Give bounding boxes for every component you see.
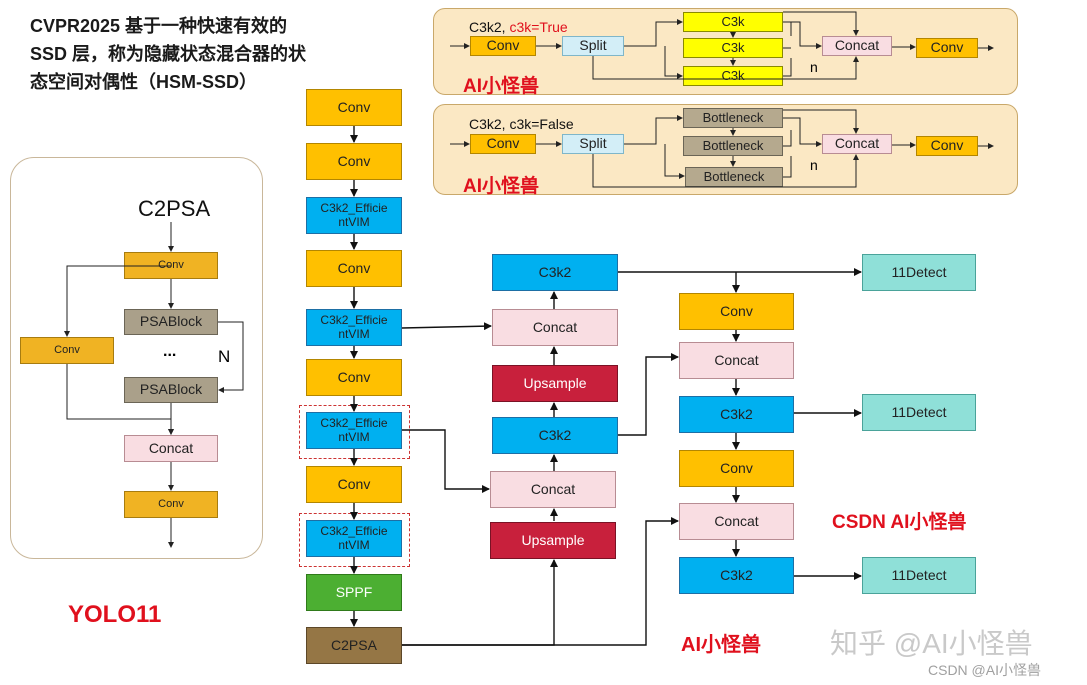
c2psa-conv-bottom: Conv: [124, 491, 218, 518]
c3k2-false-label: C3k2, c3k=False: [469, 116, 574, 132]
head-conv-2: Conv: [679, 450, 794, 487]
psablock-2: PSABlock: [124, 377, 218, 403]
neck-c3k2-mid: C3k2: [492, 417, 618, 454]
c3k-block-1: C3k: [683, 12, 783, 32]
neck-concat-1: Concat: [492, 309, 618, 346]
bottleneck-block-3: Bottleneck: [685, 167, 783, 187]
head-c3k2-1: C3k2: [679, 396, 794, 433]
yolo11-label: YOLO11: [68, 601, 162, 628]
c3k2-true-conv-in: Conv: [470, 36, 536, 56]
backbone-conv-4: Conv: [306, 359, 402, 396]
bottleneck-block-2: Bottleneck: [683, 136, 783, 156]
backbone-c2psa: C2PSA: [306, 627, 402, 664]
backbone-c3k2-efficientvim-3: C3k2_Efficie ntVIM: [306, 412, 402, 449]
csdn-gray-watermark: CSDN @AI小怪兽: [928, 662, 1041, 678]
c3k2-false-split: Split: [562, 134, 624, 154]
c3k2-false-concat: Concat: [822, 134, 892, 154]
c3k2-false-conv-out: Conv: [916, 136, 978, 156]
c3k-block-2: C3k: [683, 38, 783, 58]
c2psa-panel-title: C2PSA: [138, 196, 211, 221]
detect-head-3: 11Detect: [862, 557, 976, 594]
c3k2-true-label: C3k2, c3k=True: [469, 19, 568, 35]
csdn-red-watermark: CSDN AI小怪兽: [832, 512, 967, 533]
neck-c3k2-top: C3k2: [492, 254, 618, 291]
backbone-c3k2-efficientvim-1: C3k2_Efficie ntVIM: [306, 197, 402, 234]
c3k2-true-label-suffix: c3k=True: [509, 19, 568, 35]
backbone-c3k2-efficientvim-2: C3k2_Efficie ntVIM: [306, 309, 402, 346]
psablock-repeat-n: N: [218, 347, 231, 366]
c3k2-true-n: n: [810, 59, 818, 75]
backbone-conv-1: Conv: [306, 89, 402, 126]
neck-upsample-2: Upsample: [490, 522, 616, 559]
head-concat-2: Concat: [679, 503, 794, 540]
title-line-2: SSD 层，称为隐藏状态混合器的状: [30, 44, 307, 64]
neck-concat-2: Concat: [490, 471, 616, 508]
head-conv-1: Conv: [679, 293, 794, 330]
c2psa-conv-side: Conv: [20, 337, 114, 364]
c3k2-false-n: n: [810, 157, 818, 173]
zhihu-watermark: 知乎 @AI小怪兽: [830, 628, 1033, 659]
backbone-conv-5: Conv: [306, 466, 402, 503]
backbone-conv-3: Conv: [306, 250, 402, 287]
neck-upsample-1: Upsample: [492, 365, 618, 402]
c3k2-true-watermark: AI小怪兽: [463, 76, 540, 97]
ai-red-watermark: AI小怪兽: [681, 634, 761, 656]
backbone-conv-2: Conv: [306, 143, 402, 180]
detect-head-2: 11Detect: [862, 394, 976, 431]
title-line-3: 态空间对偶性（HSM-SSD）: [30, 72, 258, 92]
c3k2-true-label-prefix: C3k2,: [469, 19, 510, 35]
backbone-c3k2-efficientvim-4: C3k2_Efficie ntVIM: [306, 520, 402, 557]
head-concat-1: Concat: [679, 342, 794, 379]
c3k2-true-conv-out: Conv: [916, 38, 978, 58]
psablock-1: PSABlock: [124, 309, 218, 335]
title-line-1: CVPR2025 基于一种快速有效的: [30, 16, 288, 36]
backbone-sppf: SPPF: [306, 574, 402, 611]
head-c3k2-2: C3k2: [679, 557, 794, 594]
c2psa-concat: Concat: [124, 435, 218, 462]
c3k2-false-watermark: AI小怪兽: [463, 176, 540, 197]
c3k2-true-split: Split: [562, 36, 624, 56]
psablock-ellipsis: ...: [163, 343, 177, 360]
c3k2-true-concat: Concat: [822, 36, 892, 56]
c3k2-false-conv-in: Conv: [470, 134, 536, 154]
bottleneck-block-1: Bottleneck: [683, 108, 783, 128]
detect-head-1: 11Detect: [862, 254, 976, 291]
